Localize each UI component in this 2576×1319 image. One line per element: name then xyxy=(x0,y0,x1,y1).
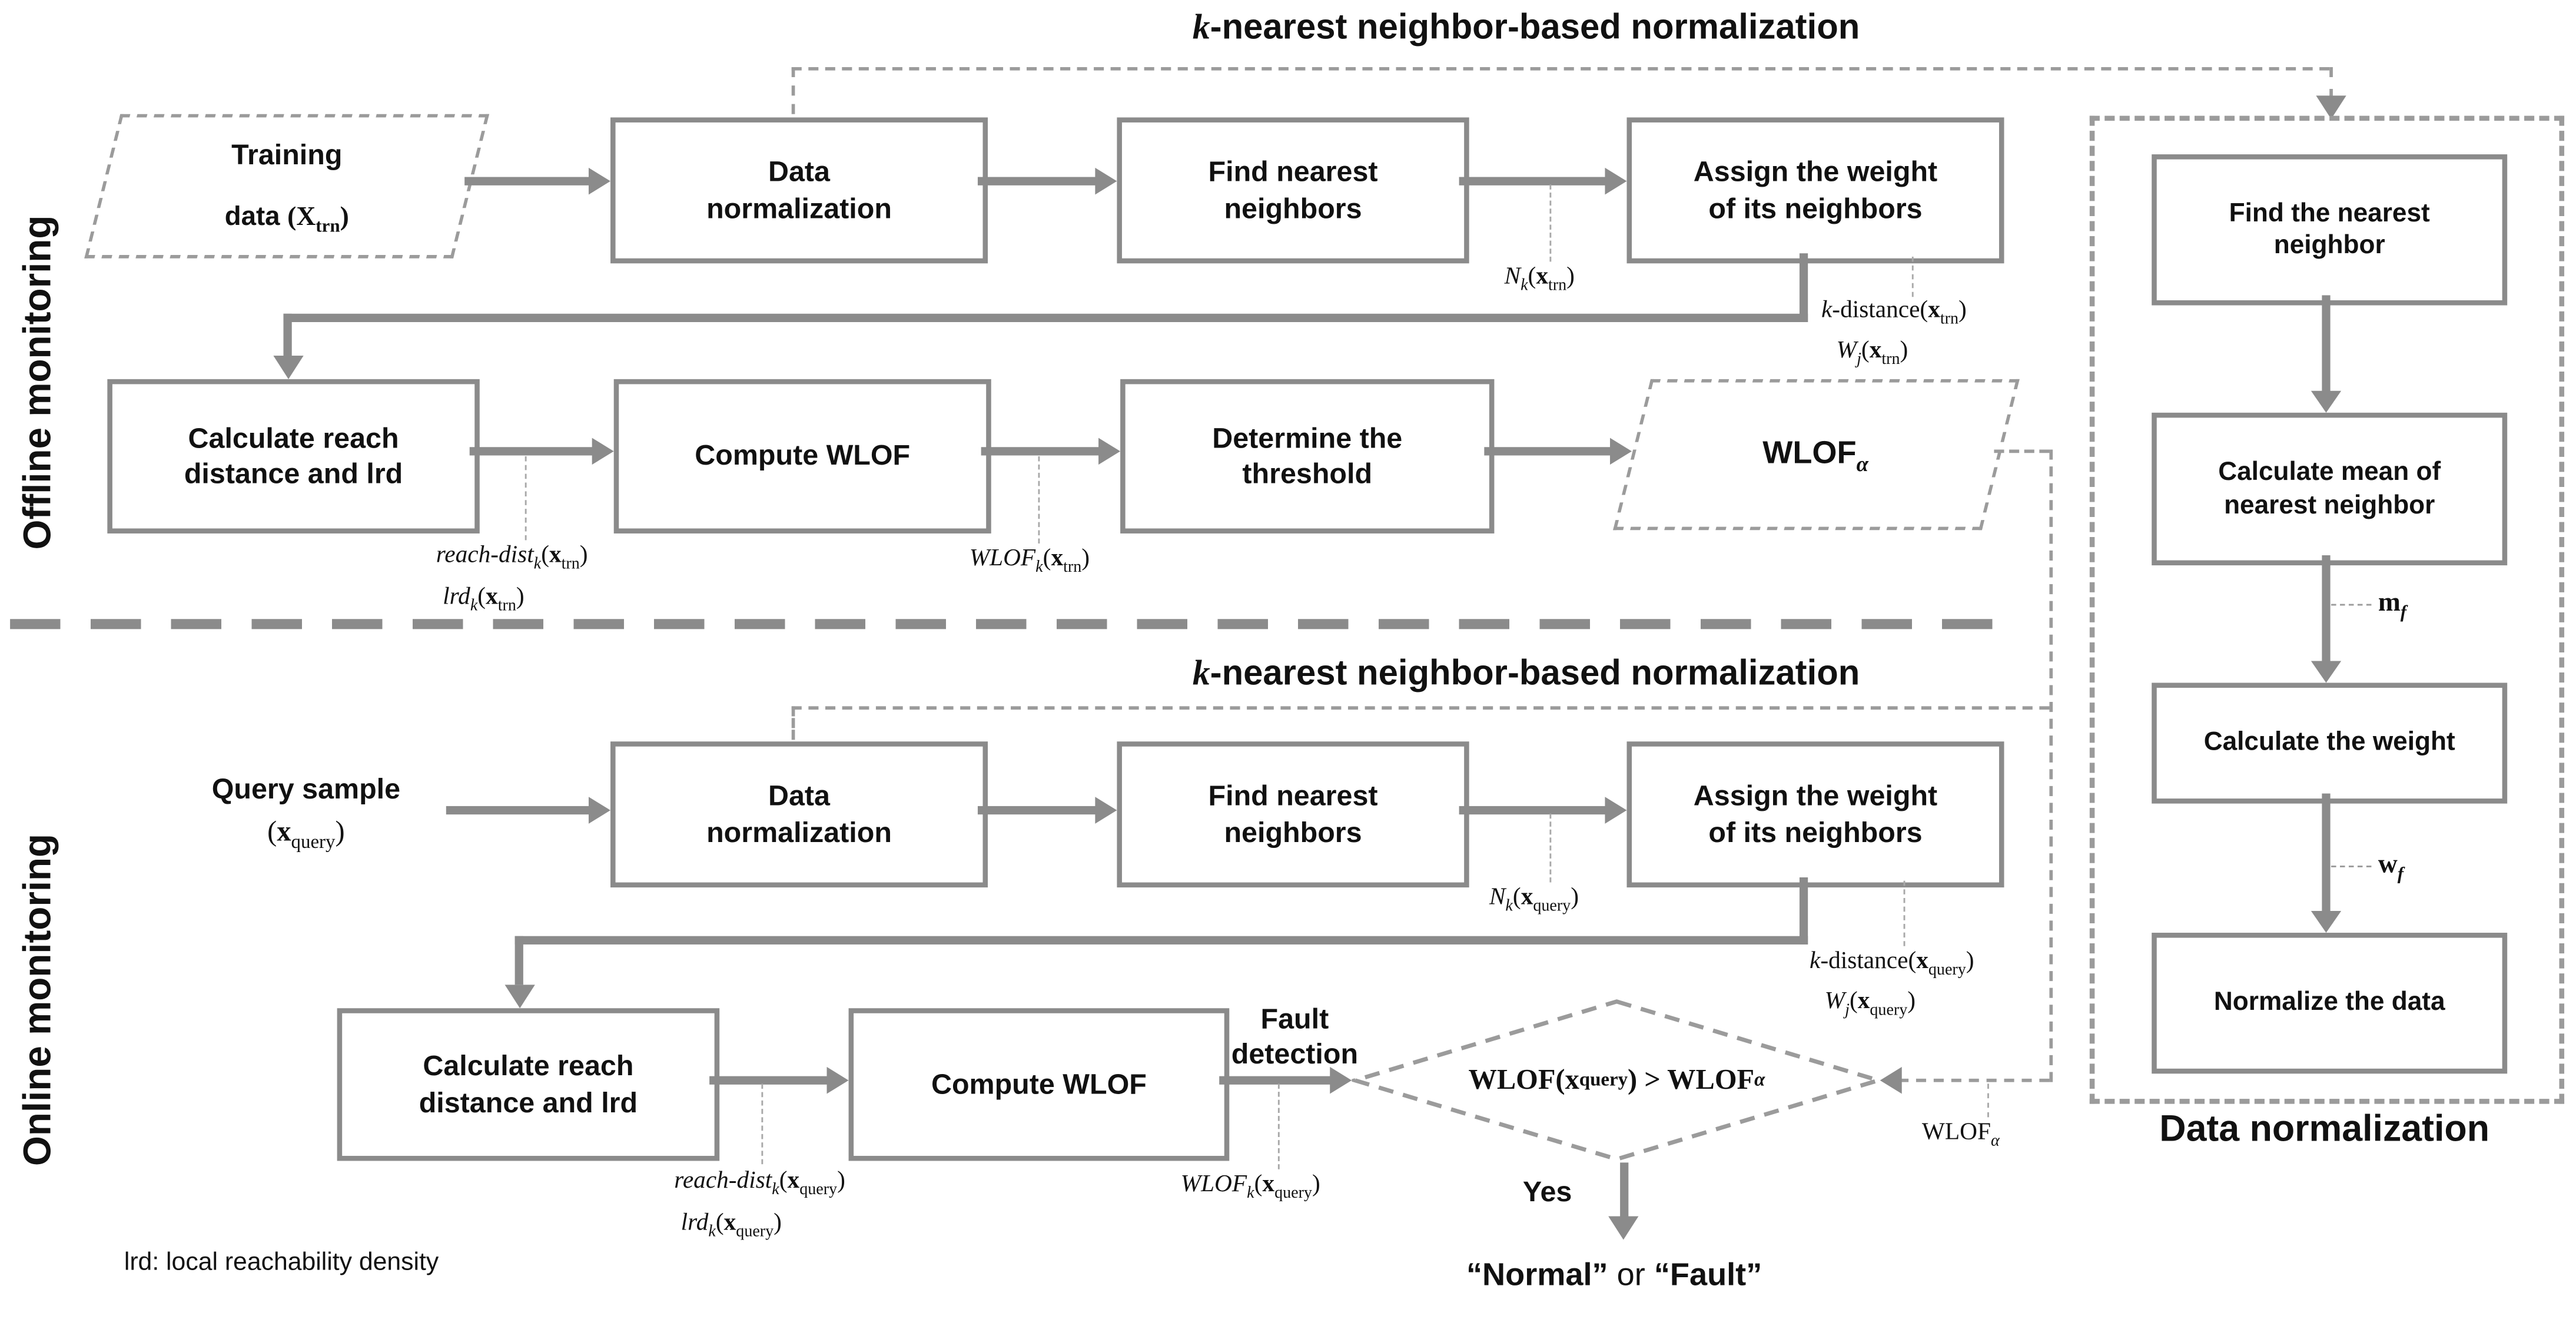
online-find-neighbors-box: Find nearest neighbors xyxy=(1117,741,1469,888)
yes-label: Yes xyxy=(1522,1176,1572,1208)
online-elbow-arrowhead-icon xyxy=(504,985,535,1009)
leader-reachdist-online xyxy=(761,1083,763,1165)
query-sample-line1: Query sample xyxy=(211,773,401,806)
decision-diamond xyxy=(1352,999,1882,1162)
knn-title-offline: k-nearest neighbor-based normalization xyxy=(1192,6,1860,47)
offline-knn-bracket-drop-right xyxy=(2329,67,2333,100)
decision-diamond-border xyxy=(1352,999,1882,1162)
offline-elbow-vertical xyxy=(1799,253,1808,322)
leader-kdist-offline xyxy=(1911,256,1914,297)
offline-assign-weight-box: Assign the weight of its neighbors xyxy=(1626,117,2004,264)
panel-calc-mean-box: Calculate mean of nearest neighbor xyxy=(2152,412,2508,566)
label-nk-query: Nk(xquery) xyxy=(1489,884,1579,916)
online-assign-weight-box: Assign the weight of its neighbors xyxy=(1626,741,2004,888)
label-reachdist-trn: reach-distk(xtrn) xyxy=(436,542,588,574)
arrow-wlof-to-decision xyxy=(1219,1066,1352,1094)
leader-nk-online xyxy=(1549,813,1552,883)
online-data-normalization-box: Data normalization xyxy=(610,741,988,888)
label-lrd-query: lrdk(xquery) xyxy=(680,1209,782,1241)
offline-find-neighbors-box: Find nearest neighbors xyxy=(1117,117,1469,264)
arrow-find-to-assign-online xyxy=(1459,797,1627,824)
panel-caption: Data normalization xyxy=(2159,1107,2490,1149)
offline-elbow-horizontal xyxy=(283,313,1808,322)
training-data-text: Training data (Xtrn) xyxy=(224,139,349,237)
result-label: “Normal” or “Fault” xyxy=(1466,1258,1762,1294)
panel-normalize-box: Normalize the data xyxy=(2152,933,2508,1074)
leader-reachdist-offline xyxy=(525,456,527,541)
panel-arrow-1 xyxy=(2311,295,2342,413)
label-lrd-trn: lrdk(xtrn) xyxy=(443,584,525,616)
training-data-parallelogram: Training data (Xtrn) xyxy=(84,114,490,259)
online-knn-bracket xyxy=(791,706,2050,710)
label-mf: mf xyxy=(2378,588,2407,623)
online-calc-reach-box: Calculate reach distance and lrd xyxy=(337,1008,720,1161)
online-compute-wlof-box: Compute WLOF xyxy=(848,1008,1230,1161)
arrow-reach-to-wlof-offline xyxy=(469,438,614,465)
offline-compute-wlof-box: Compute WLOF xyxy=(613,379,991,533)
wlofalpha-connector-horizontal xyxy=(1994,449,2050,453)
arrow-find-to-assign-offline xyxy=(1459,167,1627,195)
label-nk-trn: Nk(xtrn) xyxy=(1504,263,1575,296)
wlof-alpha-text: WLOFα xyxy=(1763,436,1870,476)
online-elbow-vertical xyxy=(1799,877,1808,944)
label-wj-query: Wj(xquery) xyxy=(1824,988,1916,1020)
panel-calc-weight-box: Calculate the weight xyxy=(2152,682,2508,804)
leader-nk-offline xyxy=(1549,184,1552,262)
online-elbow-horizontal xyxy=(514,936,1808,944)
arrow-wlof-to-threshold xyxy=(981,438,1121,465)
panel-entry-arrowhead-icon xyxy=(2316,95,2346,120)
diamond-entry-arrowhead-icon xyxy=(1880,1066,1902,1094)
label-kdistance-trn: k-distance(xtrn) xyxy=(1821,297,1967,329)
label-wf: wf xyxy=(2378,850,2404,884)
decision-output-shaft xyxy=(1620,1162,1629,1218)
offline-elbow-drop xyxy=(283,313,292,357)
arrow-threshold-to-wlofalpha xyxy=(1484,438,1632,465)
arrow-query-to-normalize xyxy=(446,797,611,824)
determine-threshold-box: Determine the threshold xyxy=(1120,379,1495,533)
offline-knn-bracket-drop-left xyxy=(791,67,795,114)
leader-wlofalpha-label xyxy=(1987,1083,1989,1118)
label-wlofk-trn: WLOFk(xtrn) xyxy=(969,545,1090,577)
online-elbow-drop xyxy=(514,936,523,985)
leader-wlofk-online xyxy=(1277,1083,1280,1169)
panel-arrow-3 xyxy=(2311,793,2342,933)
online-knn-bracket-drop-left xyxy=(791,706,795,740)
wlof-alpha-parallelogram: WLOFα xyxy=(1613,379,2020,531)
label-wlof-alpha-near-diamond: WLOFα xyxy=(1921,1119,2000,1151)
offline-data-normalization-box: Data normalization xyxy=(610,117,988,264)
knn-title-online: k-nearest neighbor-based normalization xyxy=(1192,652,1860,693)
label-kdistance-query: k-distance(xquery) xyxy=(1810,947,1974,980)
offline-online-separator xyxy=(10,619,2016,629)
online-section-label: Online monitoring xyxy=(15,833,59,1166)
arrow-training-to-normalize xyxy=(464,167,611,195)
data-normalization-panel xyxy=(2089,115,2565,1104)
leader-kdist-online xyxy=(1903,880,1906,946)
label-wlofk-query: WLOFk(xquery) xyxy=(1180,1171,1320,1203)
panel-find-neighbor-box: Find the nearest neighbor xyxy=(2152,154,2508,306)
label-wj-trn: Wj(xtrn) xyxy=(1836,337,1908,369)
wf-tick xyxy=(2331,866,2372,867)
arrow-normalize-to-find-online xyxy=(977,797,1117,824)
panel-arrow-2 xyxy=(2311,555,2342,683)
label-reachdist-query: reach-distk(xquery) xyxy=(674,1167,845,1199)
lrd-footnote: lrd: local reachability density xyxy=(124,1248,439,1277)
offline-section-label: Offline monitoring xyxy=(15,215,59,550)
query-sample-line2: (xquery) xyxy=(267,815,345,853)
wlofalpha-connector-into-diamond xyxy=(1898,1078,2050,1082)
offline-elbow-arrowhead-icon xyxy=(273,355,304,379)
mf-tick xyxy=(2331,604,2372,606)
arrow-normalize-to-find-offline xyxy=(977,167,1117,195)
wlofalpha-connector-vertical xyxy=(2049,449,2053,1082)
offline-calc-reach-box: Calculate reach distance and lrd xyxy=(107,379,480,533)
fault-detection-label: Fault detection xyxy=(1231,1003,1359,1071)
arrow-reach-to-wlof-online xyxy=(709,1066,849,1094)
offline-knn-bracket xyxy=(791,67,2330,71)
leader-wlofk-offline xyxy=(1038,456,1040,544)
decision-output-arrowhead-icon xyxy=(1608,1216,1639,1240)
